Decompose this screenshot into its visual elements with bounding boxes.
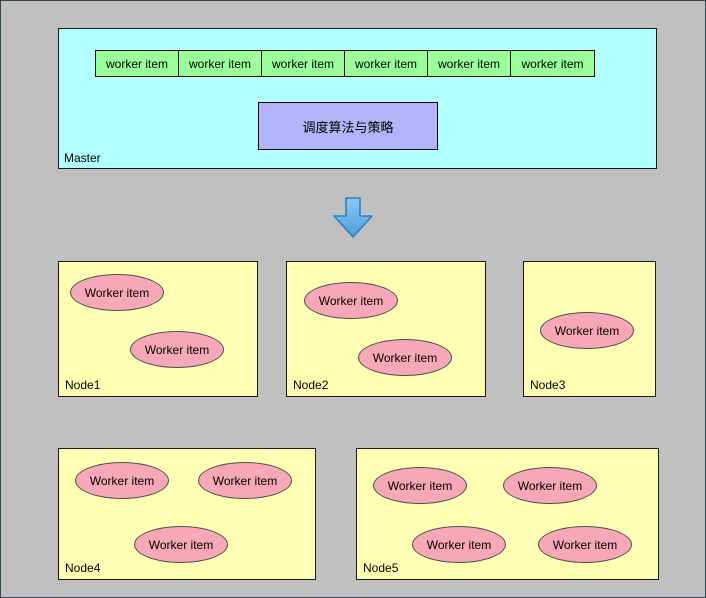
master-container: worker item worker item worker item work… — [58, 28, 657, 169]
node-box-node4: Worker item Worker item Worker item Node… — [58, 448, 316, 580]
worker-item-ellipse[interactable]: Worker item — [198, 462, 292, 499]
master-worker-item-strip: worker item worker item worker item work… — [95, 50, 595, 77]
node-label-node3: Node3 — [530, 378, 566, 392]
worker-item-ellipse[interactable]: Worker item — [304, 282, 398, 319]
down-arrow-icon — [332, 196, 374, 240]
worker-item-ellipse[interactable]: Worker item — [538, 526, 632, 563]
master-worker-item[interactable]: worker item — [262, 51, 345, 76]
master-worker-item[interactable]: worker item — [428, 51, 511, 76]
node-box-node1: Worker item Worker item Node1 — [58, 261, 258, 397]
master-label: Master — [64, 151, 101, 165]
worker-item-ellipse[interactable]: Worker item — [503, 467, 597, 504]
node-label-node4: Node4 — [65, 561, 101, 575]
worker-item-ellipse[interactable]: Worker item — [130, 331, 224, 368]
node-label-node2: Node2 — [293, 378, 329, 392]
scheduler-algorithm-box[interactable]: 调度算法与策略 — [258, 102, 438, 150]
worker-item-ellipse[interactable]: Worker item — [75, 462, 169, 499]
node-label-node5: Node5 — [363, 561, 399, 575]
master-worker-item[interactable]: worker item — [179, 51, 262, 76]
node-box-node2: Worker item Worker item Node2 — [286, 261, 486, 397]
node-box-node5: Worker item Worker item Worker item Work… — [356, 448, 659, 580]
master-worker-item[interactable]: worker item — [511, 51, 594, 76]
worker-item-ellipse[interactable]: Worker item — [412, 526, 506, 563]
worker-item-ellipse[interactable]: Worker item — [373, 467, 467, 504]
worker-item-ellipse[interactable]: Worker item — [134, 526, 228, 563]
worker-item-ellipse[interactable]: Worker item — [70, 274, 164, 311]
worker-item-ellipse[interactable]: Worker item — [358, 339, 452, 376]
master-worker-item[interactable]: worker item — [345, 51, 428, 76]
node-label-node1: Node1 — [65, 378, 101, 392]
master-worker-item[interactable]: worker item — [96, 51, 179, 76]
node-box-node3: Worker item Node3 — [523, 261, 656, 397]
worker-item-ellipse[interactable]: Worker item — [540, 312, 634, 349]
